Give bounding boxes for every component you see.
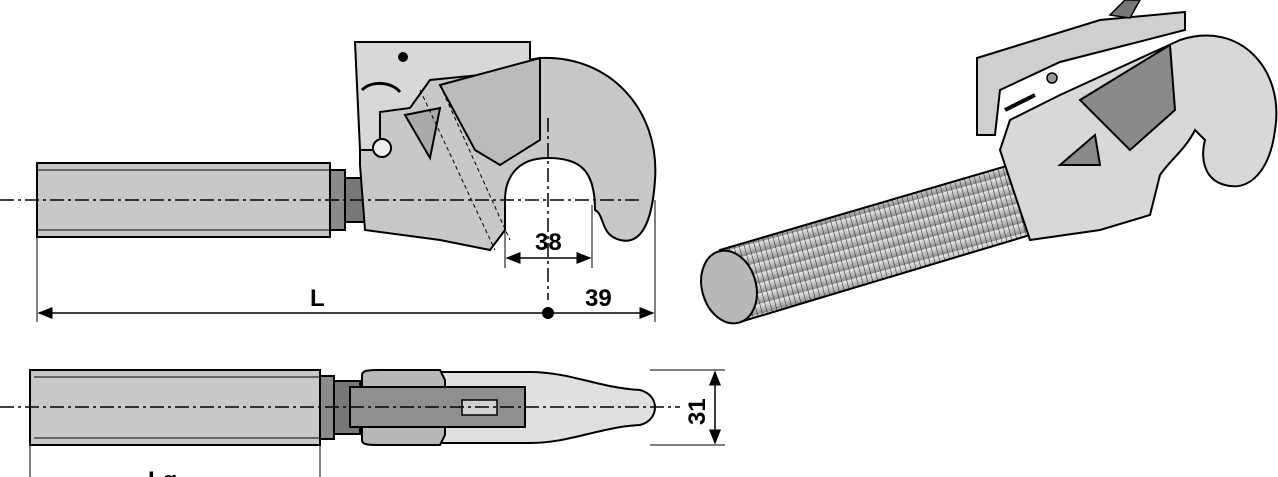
dim-Lg-label: Lg	[148, 467, 177, 477]
threaded-rod-3d	[718, 163, 1032, 324]
rod-end-face	[700, 249, 758, 325]
perspective-view	[700, 0, 1278, 325]
top-view: 31 Lg	[0, 369, 725, 477]
latch-plate	[353, 41, 531, 151]
dim-38-label: 38	[535, 229, 562, 256]
dim-31-label: 31	[684, 398, 711, 425]
dim-39-label: 39	[585, 285, 612, 312]
pin-hole	[372, 138, 392, 158]
triangle-window	[403, 106, 442, 161]
side-view: 38 L 39	[0, 41, 657, 322]
dim-L-label: L	[310, 285, 325, 312]
